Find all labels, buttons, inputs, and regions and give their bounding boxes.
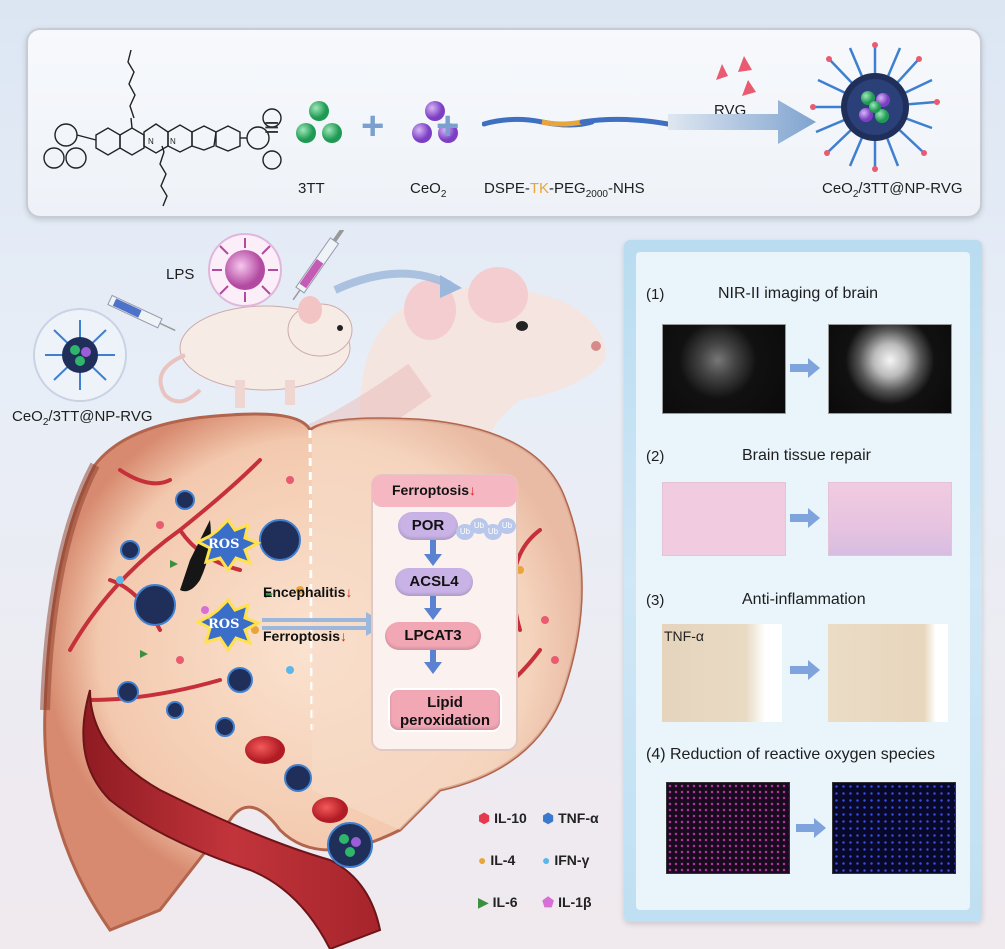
dspe-tk-peg-polymer-chain [482, 116, 671, 128]
legend-il4: ● IL-4 [478, 852, 516, 868]
ros-image-before [666, 782, 790, 874]
3tt-label: 3TT [298, 180, 325, 197]
product-label: CeO2/3TT@NP-RVG [822, 180, 963, 200]
section-1-title: NIR-II imaging of brain [718, 285, 879, 302]
dspe-peg-label: DSPE-TK-PEG2000-NHS [484, 180, 645, 200]
svg-text:N: N [170, 137, 176, 146]
ferroptosis-header: Ferroptosis↓ [392, 482, 477, 498]
plus-sign-1: + [361, 104, 385, 148]
legend-il1b: ⬟ IL-1β [542, 894, 592, 910]
ub-badge: Ub [470, 518, 488, 534]
tissue-image-after [828, 482, 952, 556]
results-panel: (1) NIR-II imaging of brain (2) Brain ti… [624, 240, 982, 922]
ros-image-after [832, 782, 956, 874]
section-4-title: (4) Reduction of reactive oxygen species [646, 746, 936, 763]
results-panel-inner: (1) NIR-II imaging of brain (2) Brain ti… [636, 252, 970, 910]
tissue-image-before [662, 482, 786, 556]
arrow-1-icon [790, 358, 820, 378]
ferroptosis-effect-label: Ferroptosis↓ [263, 628, 348, 644]
tnf-alpha-tag: TNF-α [664, 628, 704, 644]
section-1-number: (1) [646, 286, 665, 303]
3tt-molecule-structure: N N [43, 49, 282, 207]
arrow-3-icon [790, 660, 820, 680]
tnf-image-after [828, 624, 948, 722]
synthesis-arrow [668, 100, 816, 144]
svg-text:N: N [148, 137, 154, 146]
nir-image-before [662, 324, 786, 414]
legend-tnfa: ⬢ TNF-α [542, 810, 599, 826]
legend-il10: ⬢ IL-10 [478, 810, 527, 826]
arrow-4-icon [796, 818, 826, 838]
nanoparticle-label: CeO2/3TT@NP-RVG [12, 408, 153, 428]
section-2-title: Brain tissue repair [742, 447, 871, 464]
plus-sign-2: + [436, 104, 460, 148]
ros-label-2: ROS [208, 617, 240, 632]
section-3-title: Anti-inflammation [742, 591, 866, 608]
ceo2-label: CeO2 [410, 180, 447, 200]
rvg-peptide-icons [716, 56, 756, 96]
ub-badge: Ub [484, 524, 502, 540]
lpcat3-node: LPCAT3 [385, 622, 481, 650]
legend-il6: ▶ IL-6 [478, 894, 518, 910]
lps-label: LPS [166, 266, 195, 283]
lipid-line-1: Lipid [427, 694, 463, 711]
nir-image-after [828, 324, 952, 414]
lipid-line-2: peroxidation [399, 712, 490, 729]
acsl4-node: ACSL4 [395, 568, 473, 596]
ubiquitin-chain: Ub Ub Ub Ub [456, 518, 518, 540]
por-node: POR [398, 512, 458, 540]
ros-label-1: ROS [208, 537, 240, 552]
section-2-number: (2) [646, 448, 665, 465]
ub-badge: Ub [498, 518, 516, 534]
arrow-2-icon [790, 508, 820, 528]
ceo2-particles-icon [412, 101, 458, 143]
synthesis-panel: N N ≡ 3TT + CeO2 + DSPE-TK-PEG2000-NHS R… [26, 28, 982, 218]
equivalence-symbol: ≡ [264, 112, 280, 142]
section-3-number: (3) [646, 592, 665, 609]
tnf-image-before [662, 624, 782, 722]
lipid-peroxidation-node: Lipid peroxidation [388, 688, 502, 732]
ceo2-3tt-np-rvg-nanoparticle [810, 42, 940, 172]
encephalitis-label: Encephalitis↓ [263, 584, 353, 600]
legend-ifng: ● IFN-γ [542, 852, 590, 868]
3tt-particles-icon [296, 101, 342, 143]
ub-badge: Ub [456, 524, 474, 540]
